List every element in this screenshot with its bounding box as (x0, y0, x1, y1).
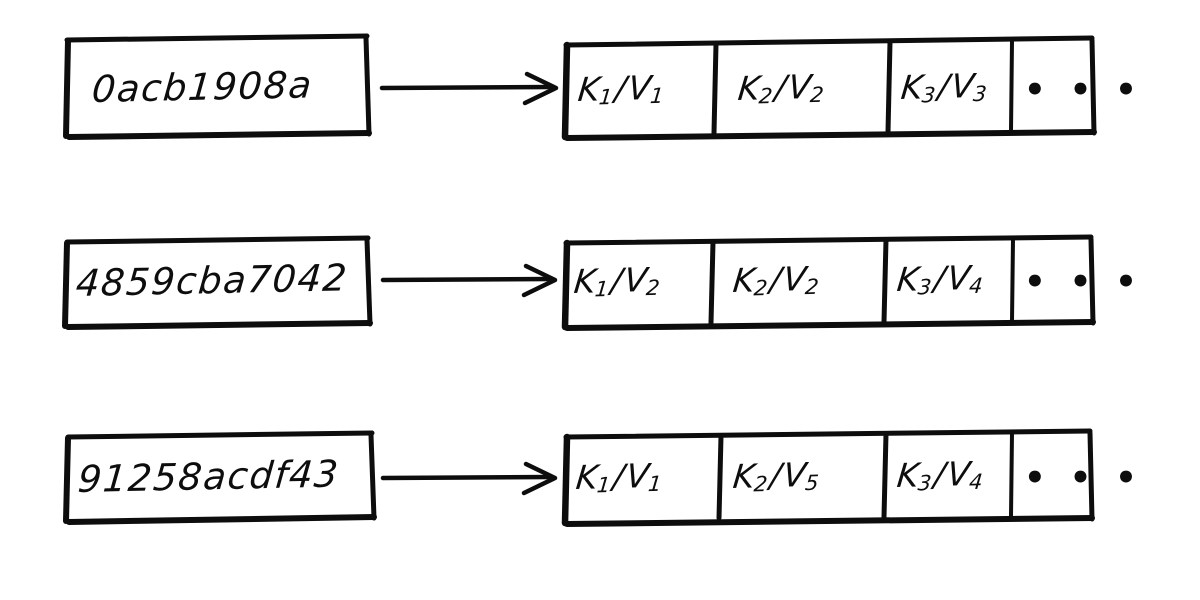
value-index: 4 (967, 469, 984, 495)
kv-cell-3-1: K1/V1 (574, 456, 664, 498)
cell-divider (881, 431, 889, 520)
cell-divider (708, 239, 716, 326)
value-index: 5 (803, 470, 820, 496)
kv-overflow-2: • • • (1024, 262, 1143, 302)
arrow-2 (380, 263, 558, 298)
arrow-3 (380, 461, 558, 496)
cell-divider (1009, 39, 1014, 133)
kv-table-2 (561, 234, 1096, 331)
hash-value-1: 0acb1908a (90, 63, 315, 111)
kv-overflow-1: • • • (1024, 70, 1143, 110)
value-index: 1 (646, 471, 663, 497)
arrow-1 (379, 71, 559, 106)
cell-divider (881, 237, 889, 325)
hash-box-3 (63, 430, 377, 525)
kv-cell-3-3: K3/V4 (895, 454, 985, 496)
value-index: 3 (971, 81, 988, 107)
kv-table-3 (561, 428, 1095, 527)
value-index: 2 (644, 275, 661, 301)
kv-cell-1-3: K3/V3 (899, 66, 989, 108)
cell-divider (885, 39, 893, 135)
kv-cell-2-1: K1/V2 (572, 260, 662, 302)
value-index: 1 (648, 83, 665, 109)
cell-divider (711, 41, 719, 136)
value-index: 2 (808, 82, 825, 108)
cell-divider (716, 433, 724, 521)
hash-box-1 (63, 33, 372, 140)
hash-value-3: 91258acdf43 (76, 452, 342, 501)
kv-cell-2-2: K2/V2 (731, 259, 821, 301)
cell-divider (1010, 237, 1015, 323)
kv-cell-3-2: K2/V5 (731, 455, 821, 497)
kv-overflow-3: • • • (1024, 458, 1143, 498)
value-index: 2 (803, 274, 820, 300)
value-index: 4 (967, 273, 984, 299)
kv-cell-1-1: K1/V1 (576, 68, 666, 110)
kv-cell-2-3: K3/V4 (895, 258, 985, 300)
hash-value-2: 4859cba7042 (74, 256, 350, 305)
cell-divider (1009, 431, 1014, 518)
kv-table-1 (561, 35, 1097, 141)
kv-cell-1-2: K2/V2 (736, 67, 826, 109)
hash-box-2 (62, 235, 373, 330)
